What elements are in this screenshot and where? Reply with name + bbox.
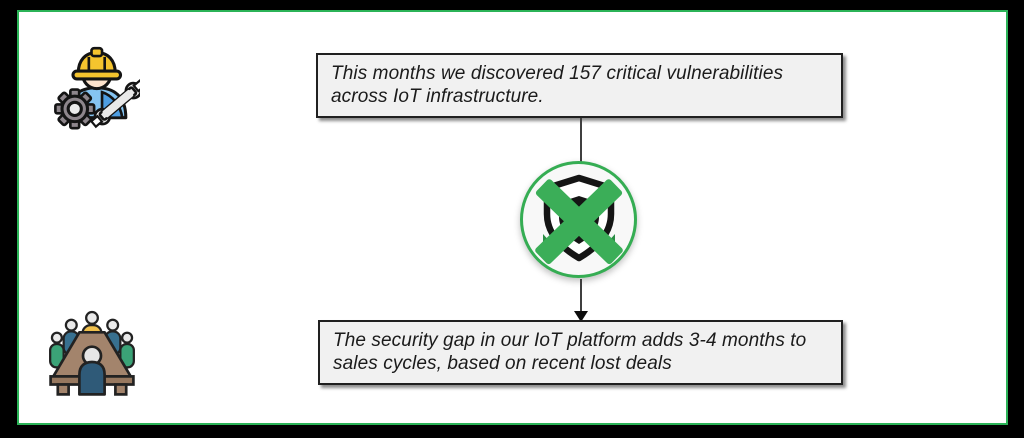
top-callout-box: This months we discovered 157 critical v… bbox=[316, 53, 843, 118]
top-callout-text: This months we discovered 157 critical v… bbox=[331, 63, 784, 107]
no-security-shield-icon bbox=[520, 161, 637, 278]
bottom-callout-text: The security gap in our IoT platform add… bbox=[333, 330, 807, 374]
connector-line-bottom bbox=[580, 279, 582, 312]
engineer-worker-icon bbox=[50, 42, 146, 130]
sales-meeting-table-icon bbox=[46, 308, 138, 398]
bottom-callout-box: The security gap in our IoT platform add… bbox=[318, 320, 843, 385]
down-arrowhead-icon bbox=[574, 311, 588, 322]
connector-line-top bbox=[580, 118, 582, 163]
